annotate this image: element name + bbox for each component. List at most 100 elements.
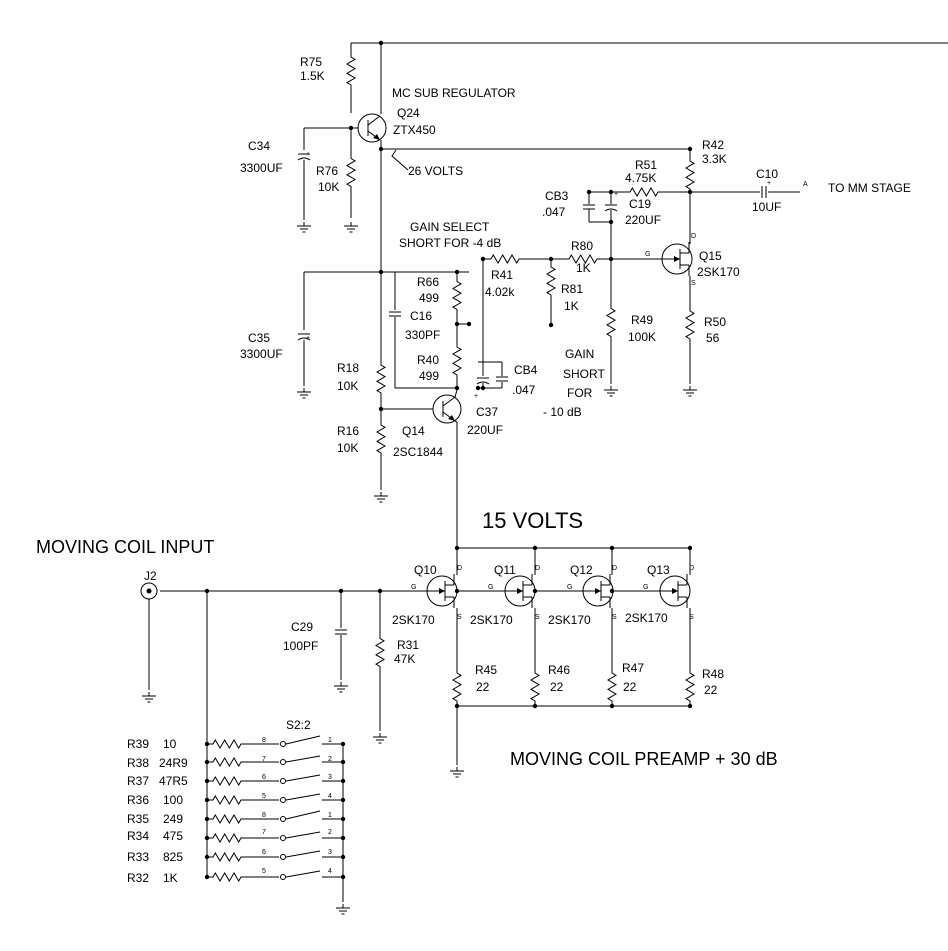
junction-dots bbox=[204, 40, 693, 880]
load-row-value: 249 bbox=[163, 812, 183, 826]
q24-ref: Q24 bbox=[397, 106, 420, 120]
load-row-ref: R38 bbox=[127, 756, 149, 770]
gain-short-label-2: SHORT bbox=[563, 367, 605, 381]
load-resistor bbox=[210, 757, 244, 767]
load-row: R32 1K 5 4 bbox=[127, 868, 332, 885]
switch-contact bbox=[280, 854, 286, 860]
r75-ref: R75 bbox=[300, 55, 322, 69]
q15-ref: Q15 bbox=[699, 249, 722, 263]
c19-value: 220UF bbox=[625, 213, 661, 227]
s2-ref: S2:2 bbox=[286, 718, 311, 732]
junction-dot bbox=[454, 703, 460, 709]
c35-ref: C35 bbox=[248, 331, 270, 345]
c35-capacitor bbox=[297, 337, 311, 341]
junction-dot bbox=[454, 321, 460, 327]
c37-plus-mark: + bbox=[474, 393, 478, 400]
r16-ref: R16 bbox=[337, 424, 359, 438]
junction-dot bbox=[586, 189, 592, 195]
r31-resistor bbox=[375, 635, 385, 670]
load-row-position: 2 bbox=[328, 829, 332, 836]
c34-value: 3300UF bbox=[240, 161, 283, 175]
junction-dot bbox=[340, 854, 346, 860]
q13-ref: Q13 bbox=[647, 563, 670, 577]
r50-ref: R50 bbox=[704, 315, 726, 329]
junction-dot bbox=[348, 125, 354, 131]
load-row-pin: 8 bbox=[262, 737, 266, 744]
load-row-value: 47R5 bbox=[159, 774, 188, 788]
junction-dot bbox=[340, 741, 346, 747]
r48-value: 22 bbox=[704, 683, 718, 697]
r75-value: 1.5K bbox=[300, 69, 325, 83]
load-row-ref: R35 bbox=[127, 812, 149, 826]
q10-gate-pin: G bbox=[411, 584, 416, 591]
r45-ref: R45 bbox=[475, 663, 497, 677]
r47-value: 22 bbox=[623, 680, 637, 694]
r49-ref: R49 bbox=[631, 313, 653, 327]
r16-value: 10K bbox=[337, 441, 358, 455]
q11-ref: Q11 bbox=[494, 563, 516, 577]
q13-jfet bbox=[672, 588, 678, 594]
c34-capacitor bbox=[297, 157, 311, 161]
r76-resistor bbox=[346, 150, 356, 195]
switch-contact bbox=[280, 778, 286, 784]
junction-dot bbox=[204, 835, 210, 841]
c34-plus-mark: + bbox=[306, 151, 310, 158]
c10-ref: C10 bbox=[756, 167, 778, 181]
load-row-value: 10 bbox=[163, 737, 177, 751]
r76-value: 10K bbox=[318, 180, 339, 194]
pin-a-label: A bbox=[803, 181, 808, 188]
c19-ref: C19 bbox=[629, 197, 651, 211]
c37-ref: C37 bbox=[476, 405, 498, 419]
q15-drain-pin: D bbox=[691, 233, 696, 240]
junction-dot bbox=[454, 588, 460, 594]
load-row-ref: R36 bbox=[127, 793, 149, 807]
junction-dot bbox=[340, 874, 346, 880]
wire bbox=[454, 389, 458, 398]
load-resistor bbox=[210, 795, 244, 805]
r80-resistor bbox=[566, 254, 600, 264]
load-row-pin: 6 bbox=[262, 849, 266, 856]
junction-dot bbox=[608, 256, 614, 262]
load-row-value: 24R9 bbox=[159, 756, 188, 770]
c35-plus-mark: + bbox=[306, 335, 310, 342]
junction-dot bbox=[548, 322, 554, 328]
r40-resistor bbox=[452, 346, 462, 376]
junction-dot bbox=[340, 816, 346, 822]
q12-source-pin: S bbox=[612, 614, 617, 621]
q12-gate-pin: G bbox=[567, 584, 572, 591]
source-resistor bbox=[685, 669, 695, 705]
load-row-position: 4 bbox=[328, 793, 332, 800]
preamp-title: MOVING COIL PREAMP + 30 dB bbox=[510, 749, 778, 769]
source-resistor bbox=[452, 669, 462, 705]
r41-ref: R41 bbox=[491, 268, 513, 282]
load-resistor bbox=[210, 739, 244, 749]
r40-value: 499 bbox=[419, 369, 439, 383]
junction-dot bbox=[340, 778, 346, 784]
r66-ref: R66 bbox=[417, 275, 439, 289]
c10-plus-mark: + bbox=[767, 180, 771, 187]
r31-value: 47K bbox=[394, 652, 415, 666]
c37-value: 220UF bbox=[467, 423, 503, 437]
r47-ref: R47 bbox=[622, 661, 644, 675]
r18-ref: R18 bbox=[337, 361, 359, 375]
junction-dot bbox=[204, 759, 210, 765]
junction-dot bbox=[532, 588, 538, 594]
load-row-pin: 5 bbox=[262, 793, 266, 800]
load-row-position: 3 bbox=[328, 774, 332, 781]
switch-blade bbox=[285, 793, 321, 801]
load-resistor bbox=[210, 852, 244, 862]
r80-ref: R80 bbox=[571, 239, 593, 253]
junction-dot bbox=[466, 321, 472, 327]
c16-value: 330PF bbox=[405, 328, 440, 342]
c16-ref: C16 bbox=[410, 309, 432, 323]
junction-dot bbox=[340, 759, 346, 765]
junction-dot bbox=[687, 703, 693, 709]
load-row-ref: R32 bbox=[127, 871, 149, 885]
switch-blade bbox=[285, 810, 321, 820]
r42-ref: R42 bbox=[702, 138, 724, 152]
r50-resistor bbox=[685, 305, 695, 345]
q15-jfet bbox=[674, 256, 680, 262]
r45-value: 22 bbox=[476, 680, 490, 694]
load-row-ref: R39 bbox=[127, 737, 149, 751]
q10-ref: Q10 bbox=[414, 563, 437, 577]
